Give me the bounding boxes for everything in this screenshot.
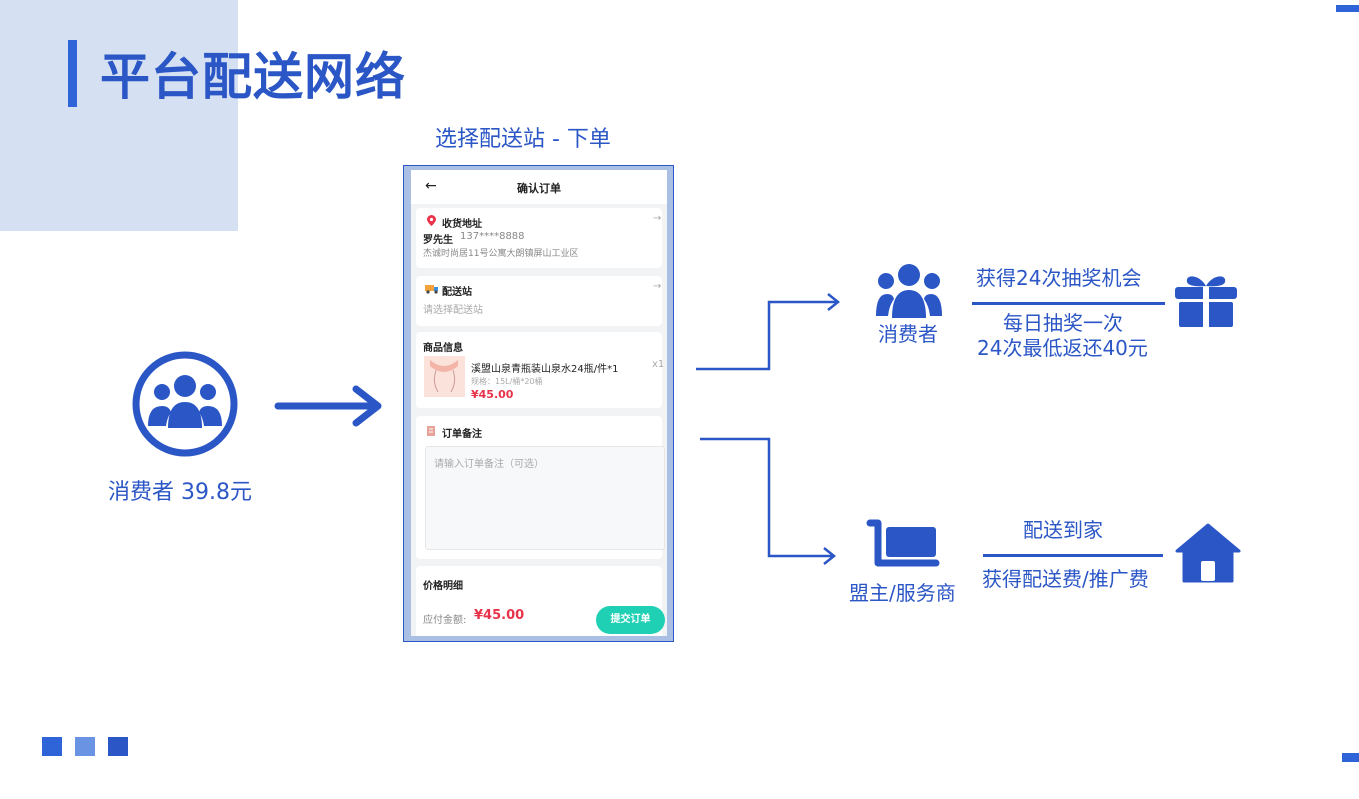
order-screen: ← 确认订单 收货地址 → 罗先生 137****8888 杰诚时尚居11号公寓… xyxy=(411,170,667,636)
address-detail: 杰诚时尚居11号公寓大朗镇屏山工业区 xyxy=(423,249,579,259)
back-arrow-icon[interactable]: ← xyxy=(425,178,437,194)
order-caption: 选择配送站 - 下单 xyxy=(435,127,611,152)
house-icon xyxy=(1175,523,1241,583)
phone-mockup: ← 确认订单 收货地址 → 罗先生 137****8888 杰诚时尚居11号公寓… xyxy=(403,165,674,642)
corner-accent-top xyxy=(1336,5,1359,12)
bottom-divider xyxy=(983,554,1163,557)
note-icon xyxy=(427,426,435,436)
station-card[interactable]: 配送站 → 请选择配送站 xyxy=(416,276,662,326)
bottom-branch-role: 盟主/服务商 xyxy=(849,581,956,605)
station-placeholder: 请选择配送站 xyxy=(423,305,483,316)
bottom-bottom-line: 获得配送费/推广费 xyxy=(982,567,1149,591)
product-thumbnail xyxy=(424,356,465,397)
flow-arrow-icon xyxy=(274,385,382,427)
note-section-label: 订单备注 xyxy=(442,429,482,440)
product-price: ¥45.00 xyxy=(471,388,514,401)
recipient-phone: 137****8888 xyxy=(460,231,525,242)
product-card: 商品信息 溪盟山泉青瓶装山泉水24瓶/件*1 x1 规格：15L/桶*20桶 ¥… xyxy=(416,332,665,408)
bottom-top-line: 配送到家 xyxy=(1023,518,1103,542)
note-placeholder: 请输入订单备注（可选） xyxy=(434,459,544,470)
delivery-truck-icon xyxy=(425,285,438,294)
submit-order-button[interactable]: 提交订单 xyxy=(596,606,665,634)
price-card: 价格明细 应付金额: ¥45.00 xyxy=(416,566,662,636)
footer-square-3 xyxy=(108,737,128,756)
delivery-cart-icon xyxy=(866,519,940,567)
top-desc-line-1: 每日抽奖一次 xyxy=(1003,311,1123,335)
product-section-label: 商品信息 xyxy=(423,343,463,354)
top-desc-line-2: 24次最低返还40元 xyxy=(977,336,1148,360)
consumer-group-icon xyxy=(132,351,238,457)
consumer-price-label: 消费者 39.8元 xyxy=(108,480,252,505)
corner-accent-bottom xyxy=(1342,753,1359,762)
top-divider xyxy=(972,302,1165,305)
footer-square-2 xyxy=(75,737,95,756)
product-name: 溪盟山泉青瓶装山泉水24瓶/件*1 xyxy=(471,364,619,375)
address-card[interactable]: 收货地址 → 罗先生 137****8888 杰诚时尚居11号公寓大朗镇屏山工业… xyxy=(416,208,662,268)
footer-square-1 xyxy=(42,737,62,756)
location-pin-icon xyxy=(427,215,436,226)
consumer-group-small-icon xyxy=(876,264,942,318)
order-header-title: 确认订单 xyxy=(517,182,561,195)
address-chevron-icon[interactable]: → xyxy=(653,213,662,224)
header-background-block xyxy=(0,0,238,231)
station-section-label: 配送站 xyxy=(442,287,472,298)
note-card: 订单备注 请输入订单备注（可选） xyxy=(416,416,665,559)
address-section-label: 收货地址 xyxy=(442,219,482,230)
page-title: 平台配送网络 xyxy=(100,48,406,106)
gift-icon xyxy=(1175,276,1237,327)
product-quantity: x1 xyxy=(652,359,665,370)
order-topbar: ← 确认订单 xyxy=(411,170,667,204)
price-section-label: 价格明细 xyxy=(423,581,463,592)
top-reward-line: 获得24次抽奖机会 xyxy=(976,266,1142,290)
top-branch-role: 消费者 xyxy=(878,322,938,346)
order-note-input[interactable]: 请输入订单备注（可选） xyxy=(425,446,665,550)
product-spec: 规格：15L/桶*20桶 xyxy=(471,377,543,386)
recipient-name: 罗先生 xyxy=(423,235,453,246)
station-chevron-icon[interactable]: → xyxy=(653,281,662,292)
payable-amount: ¥45.00 xyxy=(474,608,525,623)
title-accent-bar xyxy=(68,40,77,107)
branch-connectors xyxy=(696,293,841,565)
payable-label: 应付金额: xyxy=(423,615,467,626)
